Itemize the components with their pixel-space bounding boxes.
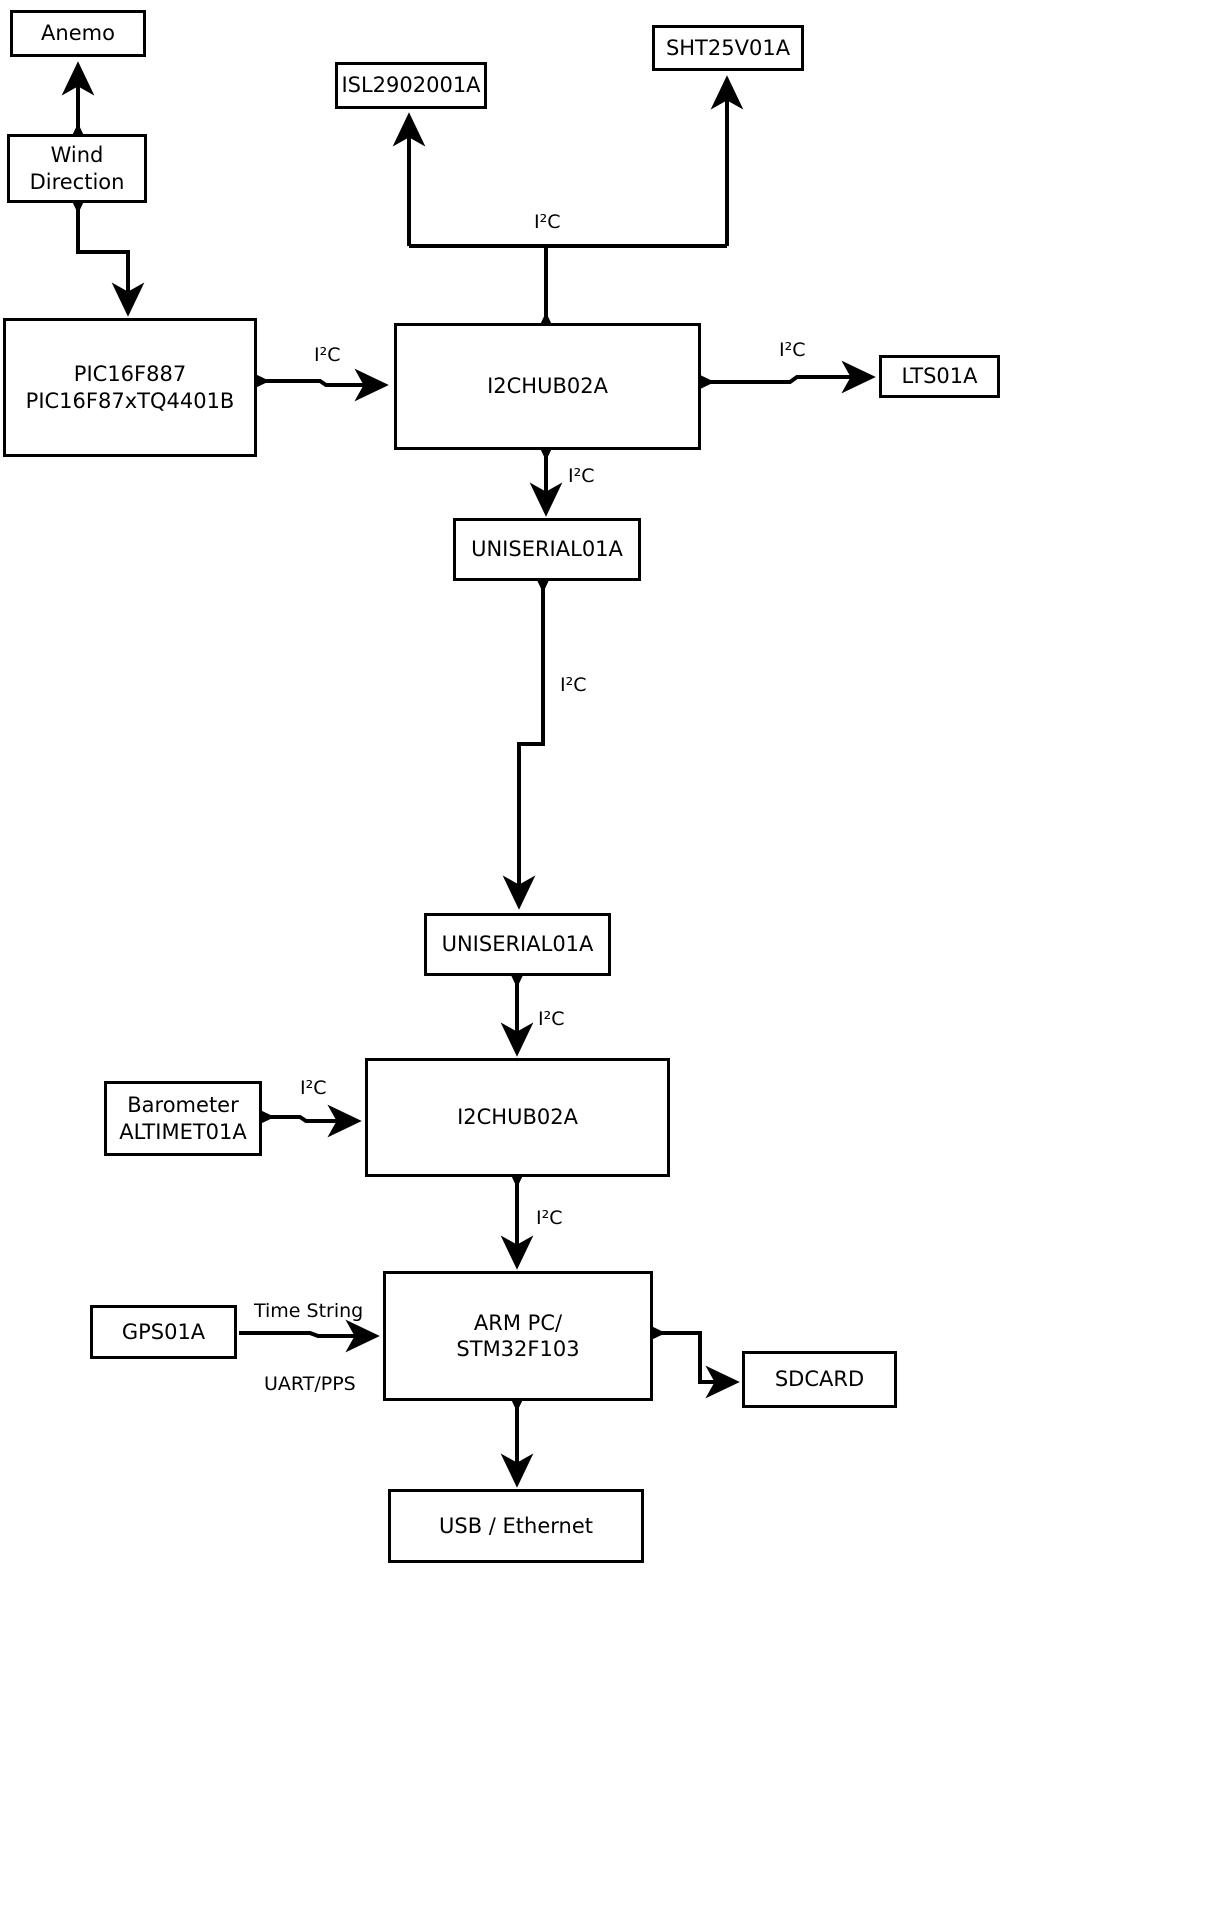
node-anemo[interactable]: Anemo bbox=[10, 10, 146, 57]
edge-hubtop-sensor-bus bbox=[392, 75, 744, 347]
node-isl2902001a[interactable]: ISL2902001A bbox=[335, 62, 487, 109]
node-sdcard[interactable]: SDCARD bbox=[742, 1351, 897, 1408]
node-pic16f887[interactable]: PIC16F887 PIC16F87xTQ4401B bbox=[3, 318, 257, 457]
node-lts01a[interactable]: LTS01A bbox=[879, 355, 1000, 398]
edge-label-i2c-hubtop-uniserial: I²C bbox=[568, 465, 595, 487]
node-uniserial01a-lower[interactable]: UNISERIAL01A bbox=[424, 913, 611, 976]
node-sht25v01a[interactable]: SHT25V01A bbox=[652, 25, 804, 71]
node-uniserial01a-upper[interactable]: UNISERIAL01A bbox=[453, 518, 641, 581]
edge-label-i2c-pic-hubtop: I²C bbox=[314, 344, 341, 366]
node-i2chub02a-top[interactable]: I2CHUB02A bbox=[394, 323, 701, 450]
edge-armpc-sdcard bbox=[631, 1316, 740, 1399]
edge-pic-hubtop bbox=[235, 364, 389, 402]
edge-label-i2c-hubbottom-armpc: I²C bbox=[536, 1207, 563, 1229]
node-barometer-altimet01a[interactable]: Barometer ALTIMET01A bbox=[104, 1081, 262, 1156]
edge-uniserial1-uniserial2 bbox=[502, 558, 560, 910]
edge-gps-armpc bbox=[239, 1319, 380, 1353]
node-gps01a[interactable]: GPS01A bbox=[90, 1305, 237, 1359]
edge-label-i2c-uniserial-hubbottom: I²C bbox=[538, 1008, 565, 1030]
edge-label-uart-pps: UART/PPS bbox=[264, 1373, 356, 1395]
edge-barometer-hubbottom bbox=[240, 1100, 362, 1138]
edge-label-i2c-uniserial-uniserial: I²C bbox=[560, 674, 587, 696]
edge-label-i2c-barometer-hubbottom: I²C bbox=[300, 1077, 327, 1099]
node-i2chub02a-bottom[interactable]: I2CHUB02A bbox=[365, 1058, 670, 1177]
edge-label-i2c-hubtop-sensors: I²C bbox=[534, 211, 561, 233]
node-wind-direction[interactable]: Wind Direction bbox=[7, 134, 147, 203]
edge-pic-winddir bbox=[61, 179, 145, 317]
edge-label-time-string: Time String bbox=[254, 1300, 364, 1322]
node-arm-pc-stm32f103[interactable]: ARM PC/ STM32F103 bbox=[383, 1271, 653, 1401]
node-usb-ethernet[interactable]: USB / Ethernet bbox=[388, 1489, 644, 1563]
edge-label-i2c-hubtop-lts: I²C bbox=[779, 339, 806, 361]
edge-hubtop-lts bbox=[680, 360, 876, 399]
